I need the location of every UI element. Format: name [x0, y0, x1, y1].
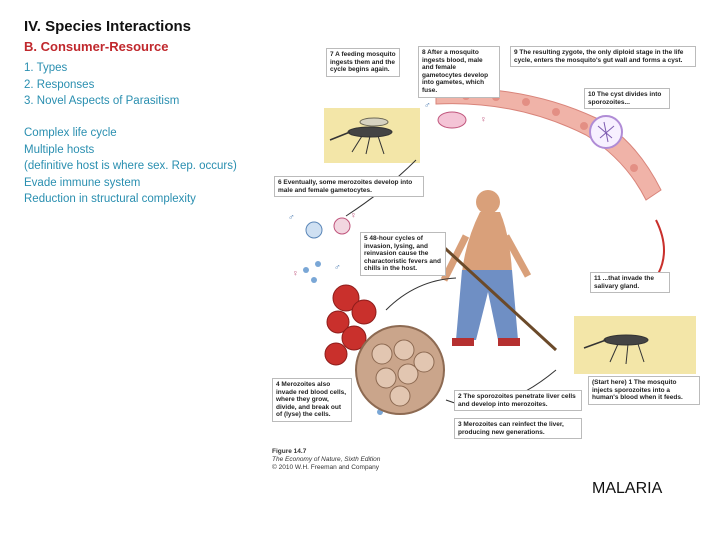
topic-list: 1. Types 2. Responses 3. Novel Aspects o… — [24, 60, 179, 110]
caption-step-4: 4 Merozoites also invade red blood cells… — [272, 378, 352, 422]
topic-item: 3. Novel Aspects of Parasitism — [24, 93, 179, 110]
human-host — [436, 190, 556, 350]
note-item: Multiple hosts — [24, 142, 237, 159]
note-item: Evade immune system — [24, 175, 237, 192]
note-item: Complex life cycle — [24, 125, 237, 142]
footer-label: MALARIA — [592, 480, 662, 498]
malaria-life-cycle-figure: 7 A feeding mosquito ingests them and th… — [266, 40, 702, 480]
notes-list: Complex life cycle Multiple hosts (defin… — [24, 125, 237, 208]
female-symbol: ♀ — [350, 210, 357, 220]
caption-step-10: 10 The cyst divides into sporozoites... — [584, 88, 670, 109]
female-symbol: ♀ — [480, 114, 487, 124]
male-gametocyte — [306, 222, 322, 238]
note-item: Reduction in structural complexity — [24, 191, 237, 208]
zygote — [438, 112, 466, 128]
caption-step-7: 7 A feeding mosquito ingests them and th… — [326, 48, 400, 77]
slide-subtitle: B. Consumer-Resource — [24, 39, 168, 54]
figure-credit: Figure 14.7 The Economy of Nature, Sixth… — [272, 448, 380, 472]
female-symbol: ♀ — [292, 268, 299, 278]
figure-number: Figure 14.7 — [272, 448, 380, 456]
male-symbol: ♂ — [424, 100, 431, 110]
topic-item: 1. Types — [24, 60, 179, 77]
caption-step-8: 8 After a mosquito ingests blood, male a… — [418, 46, 500, 98]
figure-copyright: © 2010 W.H. Freeman and Company — [272, 464, 380, 472]
caption-step-6: 6 Eventually, some merozoites develop in… — [274, 176, 424, 197]
note-item: (definitive host is where sex. Rep. occu… — [24, 158, 237, 175]
caption-step-3: 3 Merozoites can reinfect the liver, pro… — [454, 418, 582, 439]
slide-title: IV. Species Interactions — [24, 18, 191, 35]
cycle-arrow — [386, 278, 456, 310]
caption-step-5: 5 48-hour cycles of invasion, lysing, an… — [360, 232, 446, 276]
male-symbol: ♂ — [288, 212, 295, 222]
caption-step-1: (Start here) 1 The mosquito injects spor… — [588, 376, 700, 405]
male-symbol: ♂ — [334, 262, 341, 272]
figure-source: The Economy of Nature, Sixth Edition — [272, 456, 380, 464]
female-gametocyte — [334, 218, 350, 234]
caption-step-11: 11 ...that invade the salivary gland. — [590, 272, 670, 293]
topic-item: 2. Responses — [24, 77, 179, 94]
caption-step-9: 9 The resulting zygote, the only diploid… — [510, 46, 696, 67]
caption-step-2: 2 The sporozoites penetrate liver cells … — [454, 390, 582, 411]
